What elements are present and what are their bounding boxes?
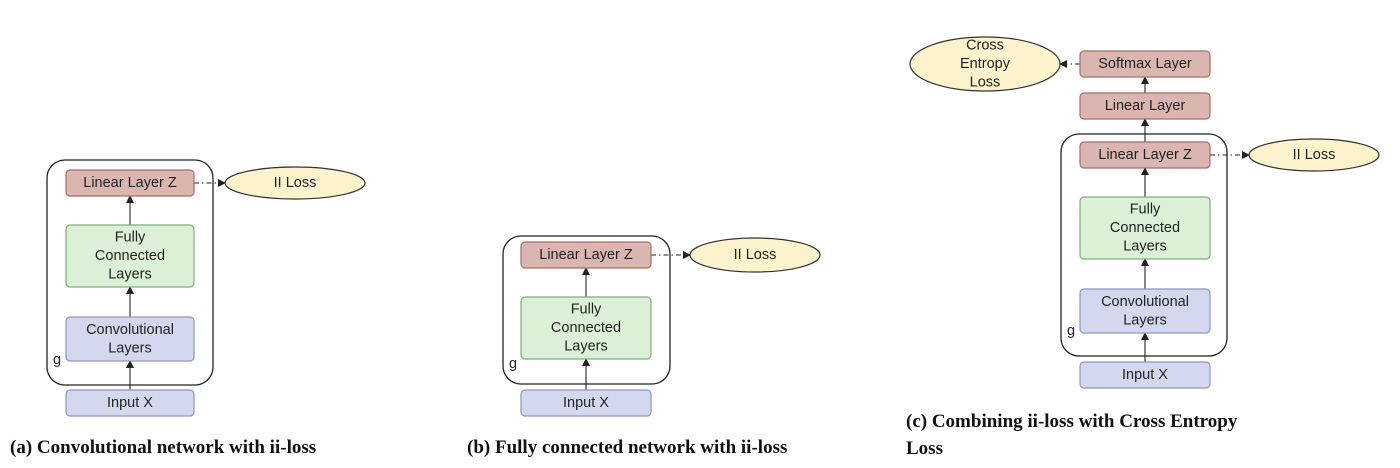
panel-c-node-fc-label-2: Connected [1110,220,1180,236]
panel-b-node-z-label-1: Linear Layer Z [539,247,633,263]
panel-b-node-fc-label-1: Fully [571,302,602,318]
panel-b-node-iiloss [689,237,821,273]
panel-c-node-celoss-label-3: Loss [970,75,1001,91]
panel-b-node-fc-label-2: Connected [551,320,621,336]
caption-c-line-2: Loss [906,438,943,459]
panel-c-node-celoss-label-1: Cross [966,38,1004,54]
panel-a-node-fc [65,224,195,288]
panel-c-node-linear [1079,92,1211,120]
panel-c-node-iiloss [1248,138,1380,172]
panel-c-node-conv-label-1: Convolutional [1101,294,1189,310]
panel-c-node-celoss-label-2: Entropy [960,56,1011,72]
panel-a-node-z [65,169,195,197]
panel-b-node-fc [520,296,652,360]
panel-a-node-input-label-1: Input X [107,395,153,411]
panel-a-node-iiloss [224,166,366,200]
panel-c-group-label: g [1067,323,1075,339]
panel-b-group-label: g [509,356,517,372]
panel-a-node-fc-label-2: Connected [95,248,165,264]
panel-c-group-g [1060,133,1228,357]
caption-c-line-1: (c) Combining ii-loss with Cross Entropy [906,411,1238,432]
panel-b-node-input [520,389,652,417]
panel-c-node-conv [1079,288,1211,334]
panel-c-node-iiloss-label-1: II Loss [1293,147,1336,163]
panel-a-node-conv-label-2: Layers [108,340,152,356]
panel-c-node-fc-label-1: Fully [1130,202,1161,218]
panel-b-node-iiloss-label-1: II Loss [734,247,777,263]
panel-c-node-softmax-label-1: Softmax Layer [1098,56,1192,72]
panel-c-node-input [1079,361,1211,389]
panel-c-node-linear-label-1: Linear Layer [1105,98,1186,114]
panel-a-node-z-label-1: Linear Layer Z [83,175,177,191]
caption-a: (a) Convolutional network with ii-loss [10,437,317,458]
panel-a-node-iiloss-label-1: II Loss [274,175,317,191]
panel-c-node-fc [1079,196,1211,260]
panel-c-node-z-label-1: Linear Layer Z [1098,147,1192,163]
panel-b-node-fc-label-3: Layers [564,339,608,355]
panel-c-node-celoss [909,36,1061,92]
panel-c-node-z [1079,141,1211,169]
panel-c-node-softmax [1079,50,1211,78]
caption-b: (b) Fully connected network with ii-loss [467,437,788,458]
caption-c: (c) Combining ii-loss with Cross Entropy… [906,408,1237,462]
panel-b-node-input-label-1: Input X [563,395,609,411]
panel-a-node-conv [65,316,195,362]
panel-c-node-conv-label-2: Layers [1123,312,1167,328]
panel-a-node-fc-label-1: Fully [115,230,146,246]
panel-c-node-fc-label-3: Layers [1123,239,1167,255]
panel-a-node-fc-label-3: Layers [108,267,152,283]
panel-a-node-conv-label-1: Convolutional [86,322,174,338]
panel-b-node-z [520,241,652,269]
panel-a-node-input [65,389,195,417]
panel-c-node-input-label-1: Input X [1122,367,1168,383]
panel-a-group-label: g [53,352,61,368]
